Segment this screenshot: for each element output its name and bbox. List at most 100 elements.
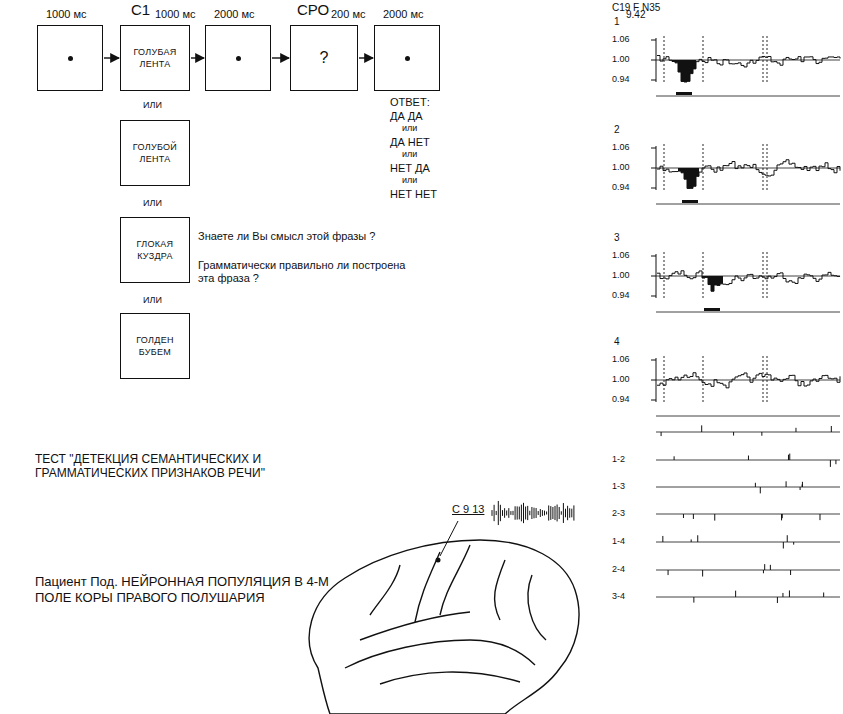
- event-marker: [703, 36, 704, 84]
- spike-trace: [492, 510, 493, 516]
- crosscorrelation-tick: [786, 481, 787, 487]
- axis-label: 1.06: [612, 142, 630, 153]
- spike-trace: [550, 506, 551, 520]
- crosscorrelation-tick: [693, 597, 694, 603]
- stimulus-text: ГОЛДЕН БУБЕМ: [124, 334, 186, 358]
- crosscorrelation-tick: [674, 456, 675, 460]
- crosscorrelation-tick: [763, 570, 764, 573]
- timing-label: 1000 мс: [155, 8, 196, 20]
- axis-label: 0.94: [612, 394, 630, 405]
- histogram-trace: [657, 271, 840, 291]
- crosscorrelation-tick: [662, 536, 663, 542]
- fixation-dot: [405, 56, 410, 61]
- spike-trace: [527, 506, 528, 520]
- crosscorrelation-tick: [714, 514, 715, 521]
- crosscorrelation-tick: [733, 432, 734, 436]
- caption-text: ТЕСТ "ДЕТЕКЦИЯ СЕМАНТИЧЕСКИХ И ГРАММАТИЧ…: [35, 452, 335, 481]
- event-marker: [767, 356, 768, 404]
- spike-trace: [573, 505, 574, 520]
- sequence-arrow: [191, 57, 204, 58]
- timing-label: СРО: [297, 1, 329, 18]
- y-tick: [651, 188, 656, 189]
- timing-label: 1000 мс: [46, 8, 87, 20]
- significance-line: [656, 312, 840, 313]
- spike-trace: [567, 506, 568, 520]
- crosscorrelation-tick: [788, 455, 789, 460]
- axis-label: 1.00: [612, 270, 630, 281]
- crosscorrelation-tick: [787, 535, 788, 542]
- question-text: Знаете ли Вы смысл этой фразы ?: [198, 230, 413, 243]
- spike-trace: [498, 501, 499, 525]
- answer-text: ИЛИ: [143, 295, 162, 306]
- y-tick: [651, 276, 656, 277]
- axis-label: 2: [614, 124, 620, 136]
- significance-line: [656, 416, 840, 417]
- fixation-dot: [68, 56, 73, 61]
- axis-label: 1.06: [612, 354, 630, 365]
- axis-label: 1.00: [612, 162, 630, 173]
- event-marker: [767, 36, 768, 84]
- event-marker: [703, 356, 704, 404]
- stimulus-box: ГОЛДЕН БУБЕМ: [120, 313, 190, 379]
- y-tick: [651, 148, 656, 149]
- event-marker: [767, 144, 768, 192]
- spike-trace: [542, 510, 543, 516]
- spike-trace: [496, 511, 497, 515]
- crosscorrelation-tick: [691, 539, 692, 542]
- axis-label: 0.94: [612, 74, 630, 85]
- axis-label: 9.42: [626, 9, 645, 21]
- answer-text: ИЛИ: [143, 198, 162, 209]
- answer-text: или: [402, 175, 417, 186]
- significance-bar: [676, 92, 692, 95]
- spike-trace: [548, 505, 549, 520]
- spike-trace: [506, 511, 507, 516]
- timing-label: 2000 мс: [214, 8, 255, 20]
- axis-label: 1-2: [612, 454, 625, 465]
- spike-trace: [540, 509, 541, 517]
- timing-label: C1: [131, 1, 150, 18]
- spike-trace: [494, 505, 495, 521]
- significance-bar: [704, 308, 720, 311]
- frontal-sulcus: [370, 565, 400, 615]
- crosscorrelation-tick: [668, 570, 669, 575]
- histogram-trace: [657, 160, 840, 189]
- axis-label: 4: [614, 336, 620, 348]
- significance-line: [656, 204, 840, 205]
- crosscorrelation-tick: [661, 432, 662, 436]
- crosscorrelation-tick: [683, 514, 684, 518]
- caption-text: Пациент Под. НЕЙРОННАЯ ПОПУЛЯЦИЯ В 4-М П…: [35, 574, 335, 605]
- stimulus-frame: 2000 мс: [205, 25, 271, 91]
- spike-trace: [500, 505, 501, 521]
- spike-trace: [531, 507, 532, 519]
- crosscorrelation-line: [656, 570, 840, 571]
- spike-trace: [523, 503, 524, 523]
- spike-trace: [571, 509, 572, 518]
- crosscorrelation-tick: [830, 460, 831, 467]
- baseline: [656, 168, 840, 169]
- spike-trace: [534, 508, 535, 519]
- central-sulcus: [440, 545, 470, 615]
- axis-label: 1.06: [612, 34, 630, 45]
- timing-label: 2000 мс: [383, 8, 424, 20]
- axis-label: 1.06: [612, 250, 630, 261]
- crosscorrelation-tick: [761, 432, 762, 436]
- spike-trace: [561, 511, 562, 514]
- spike-trace: [565, 509, 566, 518]
- spike-trace: [525, 507, 526, 520]
- histogram-trace: [657, 56, 840, 82]
- event-marker: [763, 356, 764, 404]
- crosscorrelation-tick: [783, 542, 784, 548]
- spike-trace: [555, 506, 556, 520]
- spike-trace: [517, 506, 518, 519]
- crosscorrelation-tick: [802, 482, 803, 487]
- baseline: [656, 60, 840, 61]
- spike-trace: [559, 507, 560, 519]
- event-marker: [664, 144, 665, 192]
- crosscorrelation-tick: [760, 487, 761, 493]
- crosscorrelation-tick: [697, 535, 698, 542]
- baseline: [656, 276, 840, 277]
- crosscorrelation-line: [656, 597, 840, 598]
- crosscorrelation-tick: [790, 570, 791, 575]
- crosscorrelation-tick: [764, 564, 765, 570]
- baseline: [656, 380, 840, 381]
